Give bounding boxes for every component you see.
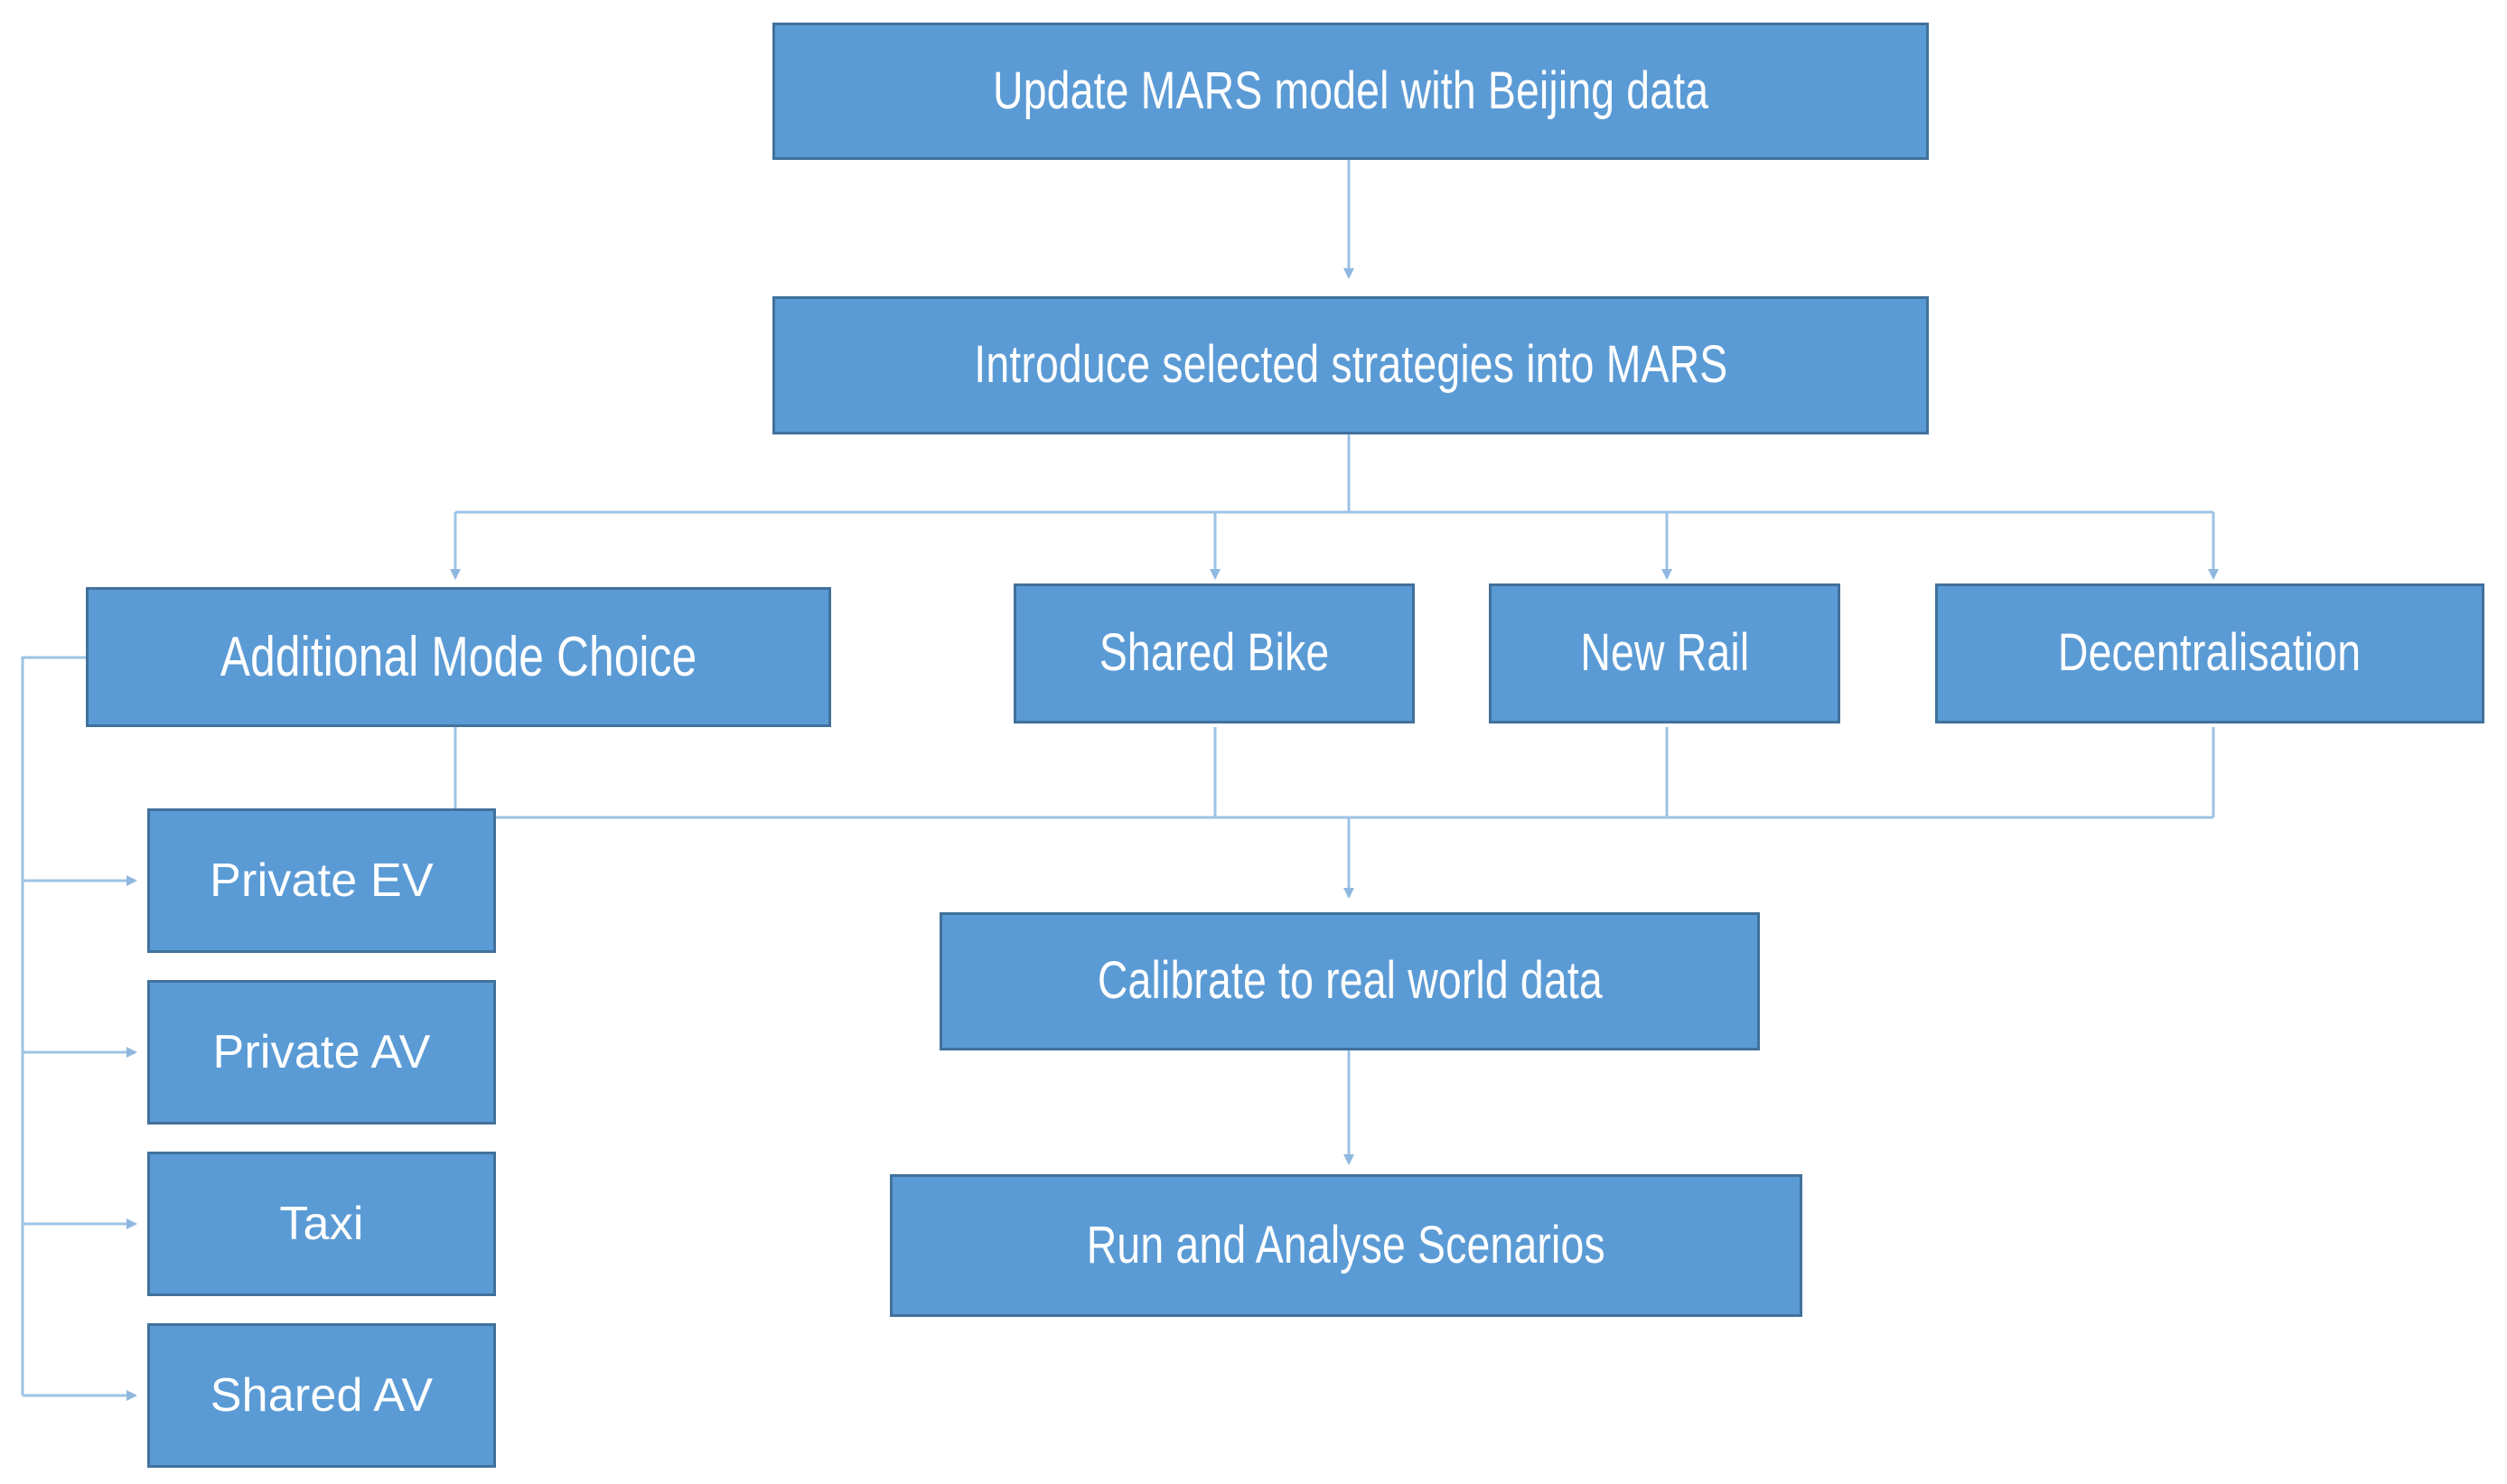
node-private-av[interactable]: Private AV bbox=[147, 980, 496, 1125]
node-calibrate-label: Calibrate to real world data bbox=[1097, 951, 1603, 1011]
node-shared-bike-label: Shared Bike bbox=[1099, 623, 1330, 683]
node-taxi[interactable]: Taxi bbox=[147, 1152, 496, 1296]
node-run-analyse-label: Run and Analyse Scenarios bbox=[1086, 1215, 1606, 1274]
node-additional-mode-choice-label: Additional Mode Choice bbox=[220, 625, 697, 688]
node-introduce-strategies-label: Introduce selected strategies into MARS bbox=[973, 335, 1728, 395]
node-decentralisation[interactable]: Decentralisation bbox=[1935, 583, 2484, 723]
node-taxi-label: Taxi bbox=[279, 1197, 364, 1250]
node-new-rail[interactable]: New Rail bbox=[1489, 583, 1840, 723]
node-introduce-strategies[interactable]: Introduce selected strategies into MARS bbox=[772, 296, 1929, 434]
node-update-mars[interactable]: Update MARS model with Beijing data bbox=[772, 23, 1929, 160]
node-run-analyse[interactable]: Run and Analyse Scenarios bbox=[890, 1174, 1802, 1317]
node-decentralisation-label: Decentralisation bbox=[2058, 623, 2362, 683]
node-new-rail-label: New Rail bbox=[1580, 623, 1749, 683]
node-shared-bike[interactable]: Shared Bike bbox=[1014, 583, 1415, 723]
node-calibrate[interactable]: Calibrate to real world data bbox=[940, 912, 1760, 1050]
node-update-mars-label: Update MARS model with Beijing data bbox=[992, 61, 1709, 120]
node-private-ev-label: Private EV bbox=[210, 854, 434, 907]
node-shared-av[interactable]: Shared AV bbox=[147, 1323, 496, 1468]
node-private-av-label: Private AV bbox=[212, 1025, 431, 1078]
node-additional-mode-choice[interactable]: Additional Mode Choice bbox=[86, 587, 831, 727]
node-shared-av-label: Shared AV bbox=[210, 1368, 434, 1422]
node-private-ev[interactable]: Private EV bbox=[147, 808, 496, 953]
edge-amc-left-spine bbox=[21, 656, 86, 1395]
